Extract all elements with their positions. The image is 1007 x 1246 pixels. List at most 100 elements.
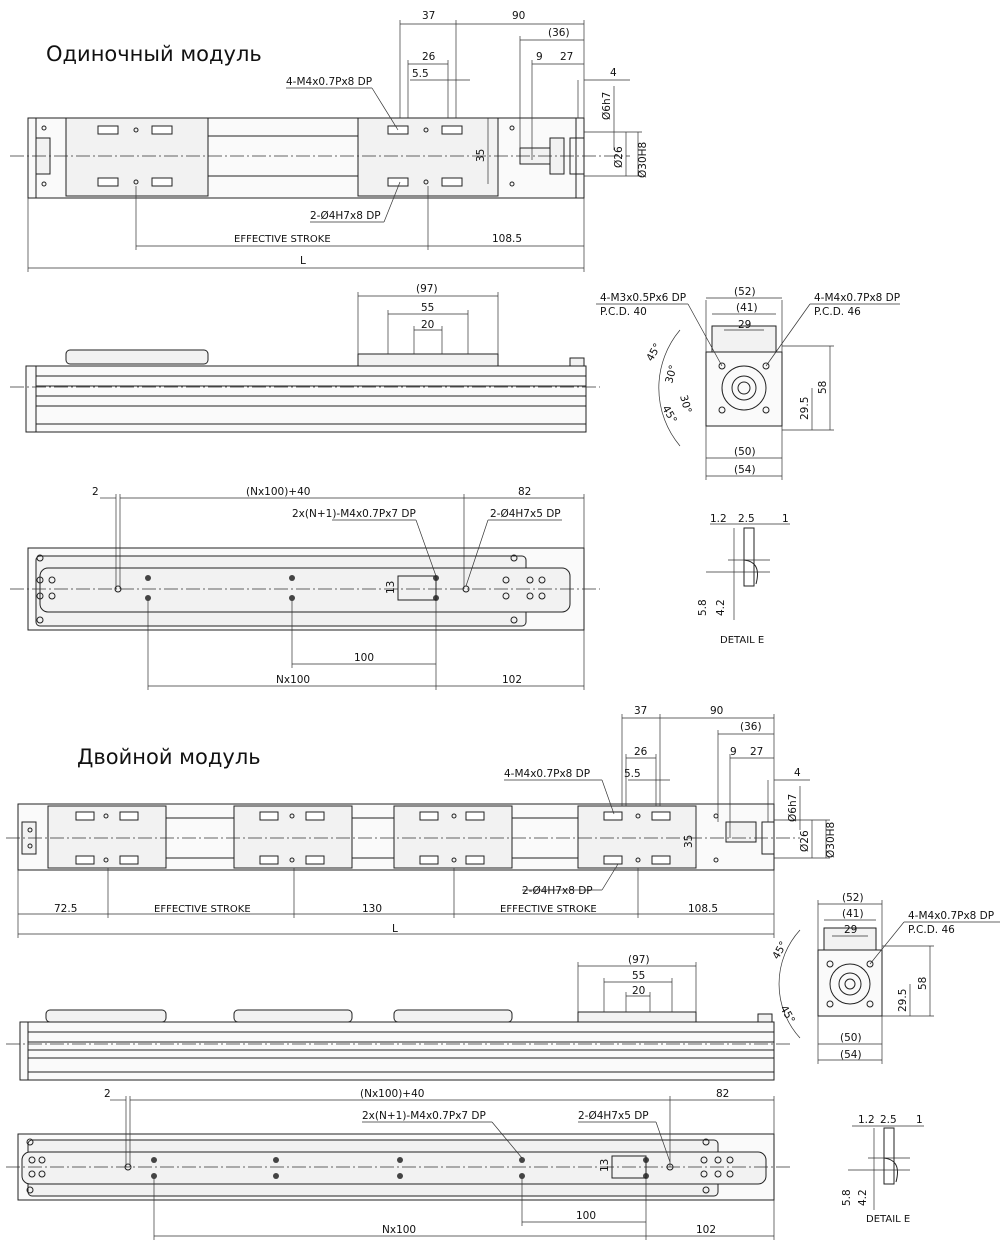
dim-6h7: Ø6h7: [601, 92, 613, 120]
dim-27: 27: [560, 51, 573, 63]
dim-nx100-d: Nx100: [382, 1224, 416, 1236]
callout-m4: 4-M4x0.7Px8 DP: [286, 76, 372, 88]
angle-45-a-d: 45°: [770, 939, 790, 961]
double-end-view: (52) (41) 29 4-M4x0.7Px8 DP P.C.D. 46 58…: [770, 892, 1000, 1064]
angle-30-a: 30°: [663, 364, 679, 385]
dim-108-5: 108.5: [492, 233, 522, 245]
single-side-view: (97) 55 20: [10, 283, 600, 433]
double-module-title: Двойной модуль: [77, 745, 261, 769]
dim-58: 58: [817, 381, 829, 394]
detail-1: 1: [782, 513, 789, 525]
dim-26-dia: Ø26: [613, 146, 625, 168]
double-bottom-view: 2 (Nx100)+40 82 2x(N+1)-M4x0.7Px7 DP 2-Ø…: [6, 1088, 790, 1240]
dim-6h7-d: Ø6h7: [787, 794, 799, 822]
dim-97: (97): [416, 283, 438, 295]
dim-26-dia-d: Ø26: [799, 830, 811, 852]
dim-108-5-d: 108.5: [688, 903, 718, 915]
detail-4-2: 4.2: [715, 599, 727, 616]
dim-30h8: Ø30H8: [637, 142, 649, 178]
dim-102: 102: [502, 674, 522, 686]
callout-m4-end: 4-M4x0.7Px8 DP: [814, 292, 900, 304]
callout-m4-bottom: 2x(N+1)-M4x0.7Px7 DP: [292, 508, 416, 520]
dim-13: 13: [385, 581, 397, 594]
dim-2: 2: [92, 486, 99, 498]
single-module-title: Одиночный модуль: [46, 42, 262, 66]
detail-e-label-d: DETAIL E: [866, 1214, 910, 1225]
dim-100: 100: [354, 652, 374, 664]
detail-2-5-d: 2.5: [880, 1114, 897, 1126]
dim-90-d: 90: [710, 705, 723, 717]
callout-m3: 4-M3x0.5Px6 DP: [600, 292, 686, 304]
dim-35: 35: [475, 149, 487, 162]
dim-37-d: 37: [634, 705, 647, 717]
dim-82: 82: [518, 486, 531, 498]
detail-e-label: DETAIL E: [720, 635, 764, 646]
dim-54-d: (54): [840, 1049, 862, 1061]
dim-100-d: 100: [576, 1210, 596, 1222]
double-side-view: (97) 55 20: [6, 954, 790, 1081]
pcd-40: P.C.D. 40: [600, 306, 647, 318]
dim-54: (54): [734, 464, 756, 476]
dim-102-d: 102: [696, 1224, 716, 1236]
dim-4-d: 4: [794, 767, 801, 779]
single-top-slider-left: [65, 117, 209, 197]
dim-9-d: 9: [730, 746, 737, 758]
angle-45-b-d: 45°: [777, 1004, 797, 1026]
dim-29-5-d: 29.5: [897, 989, 909, 1012]
dim-26: 26: [422, 51, 436, 63]
dim-L-d: L: [392, 923, 398, 935]
double-top-view: 37 90 (36) 26 9 27 5.5 4 Ø6h7 35 Ø26 Ø30…: [6, 705, 837, 938]
dim-55-d: 55: [632, 970, 645, 982]
angle-45-b: 45°: [659, 404, 679, 426]
dim-130: 130: [362, 903, 382, 915]
detail-5-8: 5.8: [697, 599, 709, 616]
dim-35-d: 35: [683, 835, 695, 848]
double-top-slots: [27, 811, 719, 865]
dim-72-5: 72.5: [54, 903, 77, 915]
dim-37: 37: [422, 10, 435, 22]
callout-m4-bottom-d: 2x(N+1)-M4x0.7Px7 DP: [362, 1110, 486, 1122]
dim-nx100: Nx100: [276, 674, 310, 686]
callout-h7-bottom-d: 2-Ø4H7x5 DP: [578, 1110, 649, 1122]
dim-L: L: [300, 255, 306, 267]
dim-20-d: 20: [632, 985, 645, 997]
dim-30h8-d: Ø30H8: [825, 822, 837, 858]
dim-90: 90: [512, 10, 525, 22]
detail-1-d: 1: [916, 1114, 923, 1126]
dim-27-d: 27: [750, 746, 763, 758]
dim-55: 55: [421, 302, 434, 314]
pcd-46: P.C.D. 46: [814, 306, 861, 318]
dim-41: (41): [736, 302, 758, 314]
detail-2-5: 2.5: [738, 513, 755, 525]
single-end-view: 4-M3x0.5Px6 DP P.C.D. 40 4-M4x0.7Px8 DP …: [596, 286, 900, 480]
dim-36: (36): [548, 27, 570, 39]
single-top-view: 37 90 (36) 26 9 27 5.5 4 Ø6h7 35 Ø26 Ø30…: [10, 10, 649, 272]
single-detail-e: 1.2 2.5 1 5.8 4.2 DETAIL E: [697, 513, 790, 646]
dim-13-d: 13: [599, 1159, 611, 1172]
dim-29: 29: [738, 319, 751, 331]
dim-36-d: (36): [740, 721, 762, 733]
dim-29-d: 29: [844, 924, 857, 936]
pcd-46-d: P.C.D. 46: [908, 924, 955, 936]
callout-h7-d: 2-Ø4H7x8 DP: [522, 885, 593, 897]
dim-5-5-d: 5.5: [624, 768, 641, 780]
detail-4-2-d: 4.2: [857, 1189, 869, 1206]
double-detail-e: 1.2 2.5 1 5.8 4.2 DETAIL E: [841, 1114, 924, 1225]
callout-m4-end-d: 4-M4x0.7Px8 DP: [908, 910, 994, 922]
dim-5-5: 5.5: [412, 68, 429, 80]
detail-1-2-d: 1.2: [858, 1114, 875, 1126]
callout-m4-d: 4-M4x0.7Px8 DP: [504, 768, 590, 780]
dim-effective-stroke-2: EFFECTIVE STROKE: [500, 904, 597, 915]
dim-26-d: 26: [634, 746, 648, 758]
dim-29-5: 29.5: [799, 397, 811, 420]
dim-52-d: (52): [842, 892, 864, 904]
angle-30-b: 30°: [677, 394, 693, 415]
dim-2-d: 2: [104, 1088, 111, 1100]
detail-5-8-d: 5.8: [841, 1189, 853, 1206]
dim-58-d: 58: [917, 977, 929, 990]
dim-41-d: (41): [842, 908, 864, 920]
dim-effective-stroke-1: EFFECTIVE STROKE: [154, 904, 251, 915]
callout-h7: 2-Ø4H7x8 DP: [310, 210, 381, 222]
dim-4: 4: [610, 67, 617, 79]
